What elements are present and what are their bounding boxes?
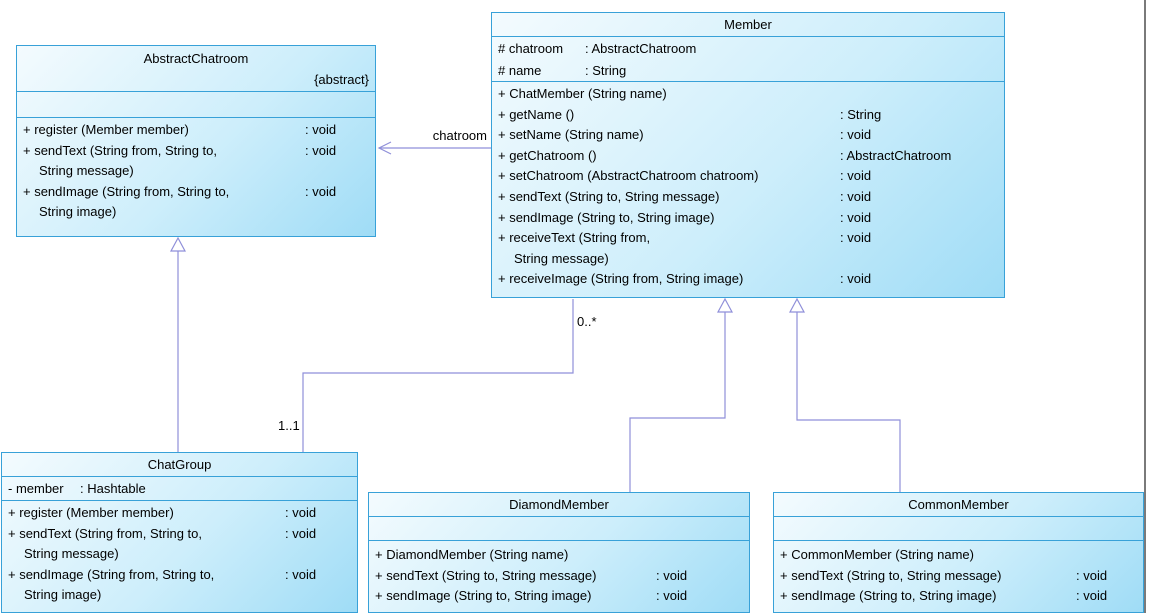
class-name: DiamondMember xyxy=(509,497,609,512)
class-name: Member xyxy=(724,17,772,32)
method-row: + CommonMember (String name) xyxy=(780,547,974,562)
method-row: + DiamondMember (String name) xyxy=(375,547,569,562)
edge-diamondmember-generalization[interactable] xyxy=(629,297,734,492)
class-title: ChatGroup xyxy=(2,453,357,477)
methods-compartment: + register (Member member) : void + send… xyxy=(17,118,375,236)
method-row: + sendText (String to, String message) :… xyxy=(498,188,872,204)
method-row: + sendText (String from, String to, Stri… xyxy=(23,142,337,179)
attributes-compartment xyxy=(369,517,749,541)
attributes-compartment: - member : Hashtable xyxy=(2,477,357,501)
hollow-triangle-icon xyxy=(788,297,806,313)
class-chatgroup[interactable]: ChatGroup - member : Hashtable + registe… xyxy=(1,452,358,613)
edge-member-to-abstractchatroom-association[interactable] xyxy=(377,141,491,155)
method-row: + sendImage (String from, String to, Str… xyxy=(8,566,317,603)
method-row: + receiveText (String from, String messa… xyxy=(498,230,872,266)
edge-chatgroup-generalization[interactable] xyxy=(169,236,187,452)
method-row: + sendImage (String to, String image) : … xyxy=(498,209,872,225)
edge-chatgroup-member-association[interactable] xyxy=(302,299,574,452)
method-row: + register (Member member) : void xyxy=(8,505,317,520)
method-row: + sendText (String to, String message) :… xyxy=(375,567,688,583)
attributes-compartment: # chatroom : AbstractChatroom # name : S… xyxy=(492,37,1004,82)
method-row: + getName () : String xyxy=(498,106,882,122)
class-diamondmember[interactable]: DiamondMember + DiamondMember (String na… xyxy=(368,492,750,613)
class-stereotype: {abstract} xyxy=(314,72,369,87)
class-member[interactable]: Member # chatroom : AbstractChatroom # n… xyxy=(491,12,1005,298)
class-title: CommonMember xyxy=(774,493,1143,517)
method-row: + sendImage (String to, String image) : … xyxy=(780,588,1108,604)
methods-compartment: + CommonMember (String name) + sendText … xyxy=(774,541,1143,612)
class-commonmember[interactable]: CommonMember + CommonMember (String name… xyxy=(773,492,1144,613)
attribute-row: - member : Hashtable xyxy=(8,481,146,496)
method-row: + register (Member member) : void xyxy=(23,122,337,137)
attribute-row: # chatroom : AbstractChatroom xyxy=(498,41,697,56)
class-name: ChatGroup xyxy=(147,457,212,472)
methods-compartment: + ChatMember (String name) + getName () … xyxy=(492,82,1004,297)
class-title: AbstractChatroom {abstract} xyxy=(17,46,375,92)
methods-compartment: + DiamondMember (String name) + sendText… xyxy=(369,541,749,612)
open-arrowhead-icon xyxy=(377,141,392,155)
method-row: + sendText (String to, String message) :… xyxy=(780,567,1108,583)
method-row: + ChatMember (String name) xyxy=(498,86,667,101)
class-abstractchatroom[interactable]: AbstractChatroom {abstract} + register (… xyxy=(16,45,376,237)
edge-label-multiplicity-member: 0..* xyxy=(577,314,597,329)
attributes-compartment xyxy=(774,517,1143,541)
class-name: AbstractChatroom xyxy=(143,51,249,66)
attributes-compartment xyxy=(17,92,375,118)
class-title: DiamondMember xyxy=(369,493,749,517)
method-row: + receiveImage (String from, String imag… xyxy=(498,271,872,287)
method-row: + sendImage (String to, String image) : … xyxy=(375,588,688,604)
attribute-row: # name : String xyxy=(498,62,627,78)
class-name: CommonMember xyxy=(908,497,1009,512)
method-row: + getChatroom () : AbstractChatroom xyxy=(498,147,952,163)
method-row: + sendText (String from, String to, Stri… xyxy=(8,525,317,562)
methods-compartment: + register (Member member) : void + send… xyxy=(2,501,357,612)
edge-commonmember-generalization[interactable] xyxy=(788,297,901,492)
edge-label-chatroom-role: chatroom xyxy=(432,128,487,143)
edge-label-multiplicity-chatgroup: 1..1 xyxy=(278,418,300,433)
method-row: + sendImage (String from, String to, Str… xyxy=(23,183,337,220)
hollow-triangle-icon xyxy=(716,297,734,313)
hollow-triangle-icon xyxy=(169,236,187,252)
class-title: Member xyxy=(492,13,1004,37)
panel-right-border xyxy=(1144,0,1146,613)
method-row: + setName (String name) : void xyxy=(498,127,872,143)
method-row: + setChatroom (AbstractChatroom chatroom… xyxy=(498,168,872,184)
